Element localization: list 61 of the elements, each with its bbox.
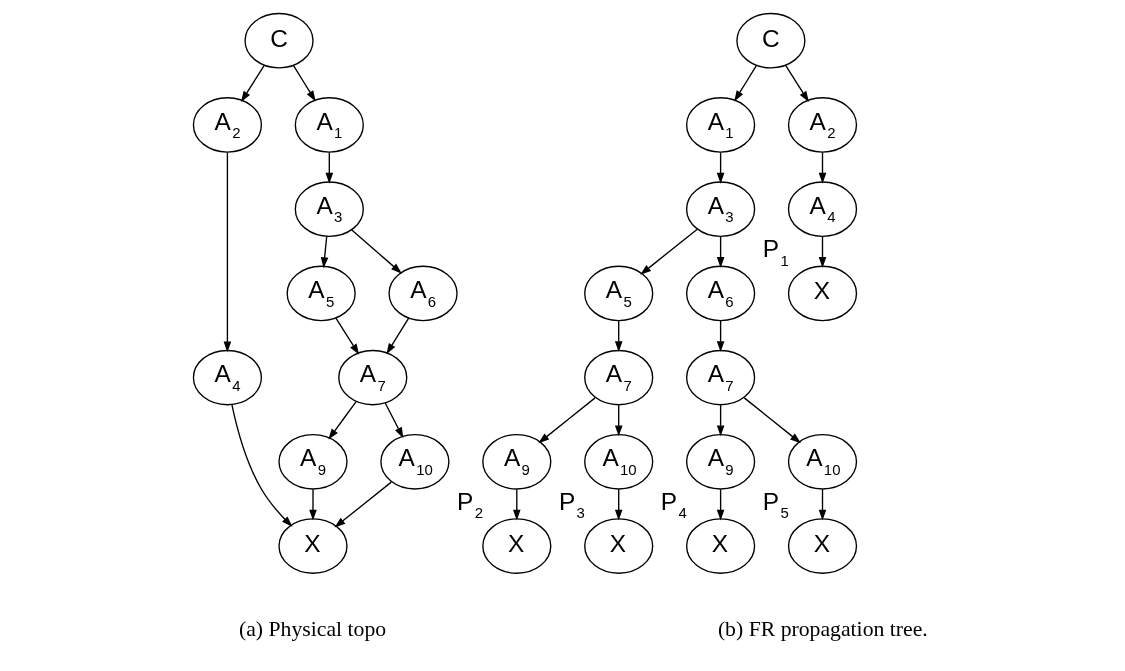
arrow <box>308 488 317 521</box>
arrow <box>350 229 402 274</box>
node-ellipse: A$_{3}$ <box>294 181 364 237</box>
arrow <box>818 236 826 268</box>
node-ellipse: A$_{6}$ <box>685 265 755 322</box>
arrow <box>614 488 622 521</box>
node-ellipse: A$_{1}$ <box>294 97 364 153</box>
node-ellipse: X <box>787 518 857 574</box>
node-ellipse: A$_{3}$ <box>685 181 755 237</box>
arrow <box>716 488 724 521</box>
node-ellipse: A$_{7}$ <box>685 349 755 406</box>
node-label: P$_{1}$ <box>762 235 789 269</box>
node-ellipse: A$_{2}$ <box>192 97 262 153</box>
arrow <box>733 64 757 102</box>
arrow <box>327 401 357 440</box>
node-ellipse: A$_{4}$ <box>192 349 262 406</box>
node-ellipse: X <box>685 518 755 574</box>
arrow <box>230 404 292 527</box>
node-label: P$_{2}$ <box>456 487 483 522</box>
arrow <box>818 488 826 521</box>
node-ellipse: C <box>243 12 314 69</box>
arrow <box>334 481 392 528</box>
arrow <box>716 320 724 353</box>
node-ellipse: X <box>583 518 653 574</box>
arrow <box>716 236 724 268</box>
arrow <box>512 488 521 521</box>
node-ellipse: A$_{1}$ <box>685 97 755 153</box>
node-ellipse: A$_{10}$ <box>379 434 450 490</box>
label: (b) FR propagation tree. <box>717 616 928 641</box>
node-ellipse: A$_{10}$ <box>583 434 653 490</box>
arrow <box>818 151 826 184</box>
arrow <box>334 317 359 355</box>
arrow <box>223 151 231 353</box>
node-ellipse: A$_{5}$ <box>286 265 356 322</box>
arrow <box>716 404 724 437</box>
node-label: P$_{5}$ <box>762 487 789 522</box>
arrow <box>325 151 333 184</box>
node-ellipse: A$_{9}$ <box>277 434 348 490</box>
label: (a) Physical topo <box>238 616 386 641</box>
arrow <box>292 64 316 102</box>
node-label: P$_{3}$ <box>558 487 585 522</box>
node-ellipse: A$_{7}$ <box>583 349 653 406</box>
arrow <box>743 397 801 444</box>
node-ellipse: X <box>787 265 857 322</box>
arrow <box>614 404 622 437</box>
node-ellipse: X <box>481 518 551 574</box>
arrow <box>385 317 409 355</box>
node-ellipse: A$_{4}$ <box>787 181 857 237</box>
node-ellipse: A$_{9}$ <box>685 434 755 490</box>
node-ellipse: C <box>735 12 806 69</box>
arrow <box>784 64 809 103</box>
arrow <box>384 402 403 439</box>
arrow <box>320 235 328 269</box>
arrow <box>614 320 622 353</box>
arrow <box>639 228 698 275</box>
arrow <box>240 64 265 103</box>
node-ellipse: A$_{7}$ <box>337 349 407 406</box>
node-ellipse: A$_{2}$ <box>787 97 857 153</box>
arrow <box>537 397 596 444</box>
arrow <box>716 151 724 184</box>
node-label: P$_{4}$ <box>660 487 687 522</box>
